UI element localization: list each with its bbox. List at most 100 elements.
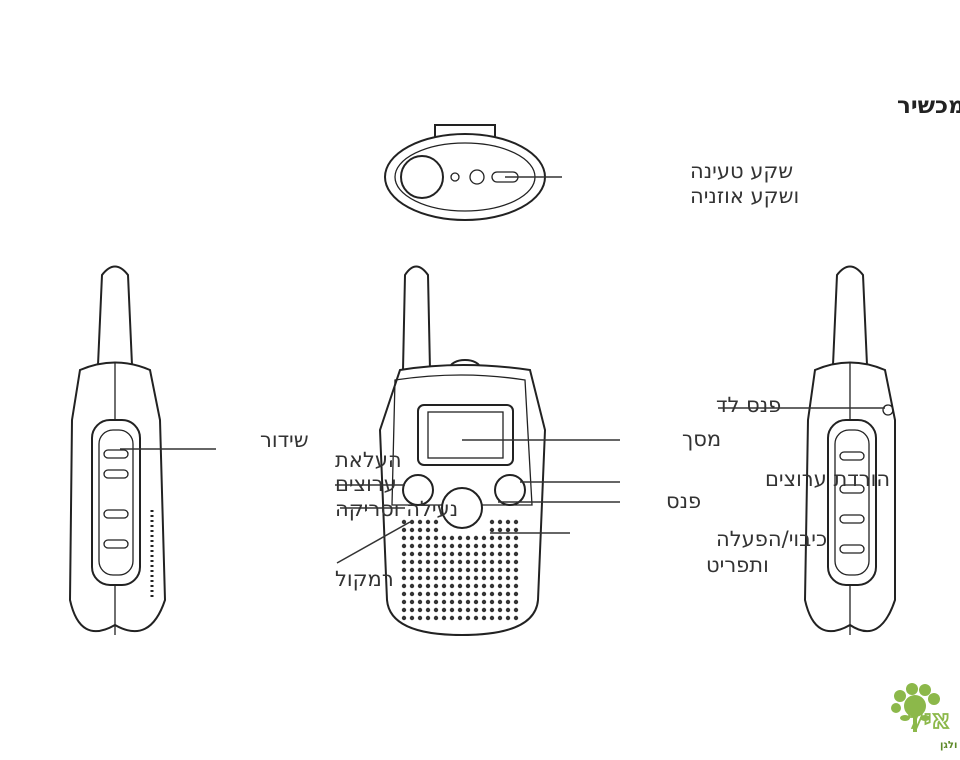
grille-hole <box>465 559 471 565</box>
grille-hole <box>473 567 479 573</box>
grille-hole <box>457 551 463 557</box>
grille-hole <box>481 607 487 613</box>
grille-hole <box>401 575 407 581</box>
grille-hole <box>513 599 519 605</box>
grille-hole <box>473 551 479 557</box>
grille-hole <box>489 575 495 581</box>
grille-hole <box>401 607 407 613</box>
grille-hole <box>425 583 431 589</box>
grille-hole <box>457 615 463 621</box>
grille-hole <box>449 599 455 605</box>
grille-hole <box>465 607 471 613</box>
grille-hole <box>433 599 439 605</box>
grille-hole <box>513 519 519 525</box>
grille-hole <box>417 599 423 605</box>
grille-hole <box>473 535 479 541</box>
grille-hole <box>465 615 471 621</box>
grille-hole <box>417 543 423 549</box>
grille-hole <box>449 583 455 589</box>
grille-hole <box>497 527 503 533</box>
grille-hole <box>433 607 439 613</box>
grille-hole <box>489 559 495 565</box>
grille-hole <box>505 551 511 557</box>
grille-hole <box>497 599 503 605</box>
grille-hole <box>441 559 447 565</box>
grille-hole <box>497 575 503 581</box>
grille-hole <box>497 543 503 549</box>
grille-hole <box>433 591 439 597</box>
grille-hole <box>441 583 447 589</box>
front-device <box>378 265 547 637</box>
grille-hole <box>441 575 447 581</box>
grille-hole <box>409 543 415 549</box>
grille-hole <box>433 551 439 557</box>
grille-hole <box>417 583 423 589</box>
label-channel-up-2: ערוצים <box>335 472 397 496</box>
grille-hole <box>457 583 463 589</box>
grille-hole <box>481 567 487 573</box>
right-side-device <box>803 265 896 635</box>
label-menu: ותפריט <box>706 553 769 577</box>
grille-hole <box>433 535 439 541</box>
grille-hole <box>473 615 479 621</box>
grille-hole <box>425 607 431 613</box>
grille-hole <box>425 567 431 573</box>
grille-hole <box>441 543 447 549</box>
grille-hole <box>441 607 447 613</box>
grille-hole <box>513 527 519 533</box>
grille-hole <box>465 551 471 557</box>
grille-hole <box>497 591 503 597</box>
label-power: כיבוי/הפעלה <box>716 527 827 551</box>
grille-hole <box>425 591 431 597</box>
grille-hole <box>417 607 423 613</box>
grille-hole <box>433 567 439 573</box>
grille-hole <box>433 519 439 525</box>
grille-hole <box>481 615 487 621</box>
grille-hole <box>425 527 431 533</box>
grille-hole <box>513 575 519 581</box>
grille-hole <box>449 559 455 565</box>
grille-hole <box>409 567 415 573</box>
grille-hole <box>449 567 455 573</box>
grille-hole <box>409 599 415 605</box>
grille-hole <box>481 559 487 565</box>
grille-hole <box>433 575 439 581</box>
grille-hole <box>489 527 495 533</box>
grille-hole <box>513 535 519 541</box>
grille-hole <box>441 599 447 605</box>
grille-hole <box>409 575 415 581</box>
grille-hole <box>417 535 423 541</box>
grille-hole <box>449 575 455 581</box>
grille-hole <box>513 543 519 549</box>
grille-hole <box>417 591 423 597</box>
grille-hole <box>497 519 503 525</box>
label-lock-scan: נעילה וסריקה <box>335 497 458 521</box>
grille-hole <box>497 615 503 621</box>
grille-hole <box>505 615 511 621</box>
grille-hole <box>457 575 463 581</box>
grille-hole <box>409 527 415 533</box>
grille-hole <box>401 599 407 605</box>
grille-hole <box>505 527 511 533</box>
grille-hole <box>433 559 439 565</box>
grille-hole <box>425 543 431 549</box>
grille-hole <box>409 535 415 541</box>
grille-hole <box>489 583 495 589</box>
grille-hole <box>465 543 471 549</box>
grille-hole <box>409 615 415 621</box>
grille-hole <box>473 591 479 597</box>
grille-hole <box>417 559 423 565</box>
speaker-grille <box>401 519 519 621</box>
grille-hole <box>505 567 511 573</box>
logo: איל כל מה שצריך לבית ולגן <box>891 683 960 751</box>
grille-hole <box>457 599 463 605</box>
grille-hole <box>401 543 407 549</box>
grille-hole <box>409 607 415 613</box>
grille-hole <box>441 591 447 597</box>
grille-hole <box>449 551 455 557</box>
grille-hole <box>497 535 503 541</box>
logo-tagline: כל מה שצריך לבית ולגן <box>940 740 960 751</box>
leader-line <box>336 521 411 564</box>
grille-hole <box>473 583 479 589</box>
